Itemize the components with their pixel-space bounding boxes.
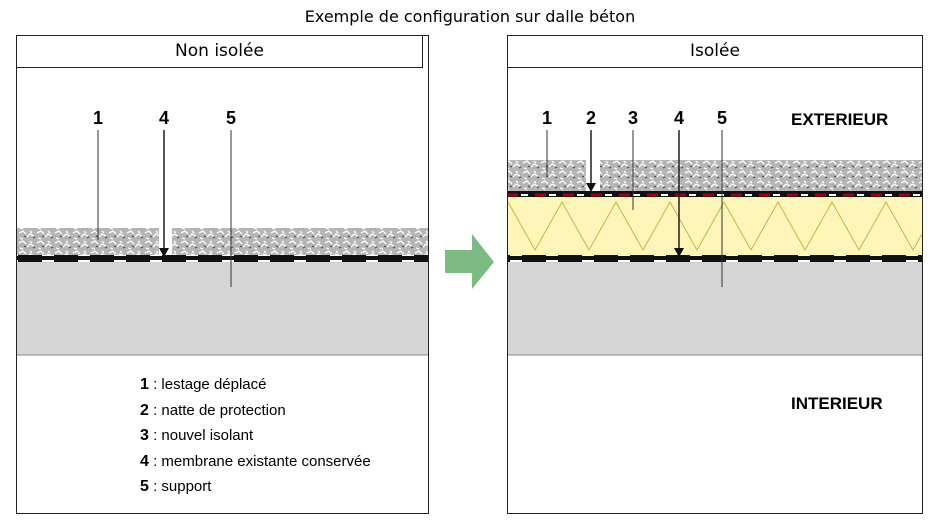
- legend-item: 5 : support: [140, 474, 371, 500]
- right-membrane: [508, 255, 922, 262]
- left-marker-5: 5: [226, 108, 236, 128]
- legend-text: : lestage déplacé: [148, 376, 267, 393]
- right-arrowhead-4: [674, 248, 684, 257]
- left-support-slab: [17, 262, 428, 355]
- left-ballast-b: [172, 228, 428, 255]
- legend-number: 5: [140, 478, 149, 495]
- right-panel-header: Isolée: [507, 35, 923, 68]
- legend-item: 4 : membrane existante conservée: [140, 449, 371, 475]
- left-ballast-a: [17, 228, 159, 255]
- right-ballast-b: [600, 160, 922, 191]
- left-membrane: [17, 255, 428, 262]
- right-marker-5: 5: [717, 108, 727, 128]
- right-marker-4: 4: [674, 108, 684, 128]
- right-insulation-zigzag: [507, 200, 923, 252]
- legend-number: 3: [140, 427, 149, 444]
- legend-number: 4: [140, 452, 149, 470]
- left-marker-1: 1: [93, 108, 103, 128]
- right-arrowhead-2: [586, 183, 596, 192]
- legend-text: : support: [148, 478, 212, 495]
- left-marker-4: 4: [159, 108, 169, 128]
- right-marker-3: 3: [628, 108, 638, 128]
- exterior-label: EXTERIEUR: [791, 110, 889, 129]
- legend-text: : nouvel isolant: [148, 427, 254, 444]
- right-marker-2: 2: [586, 108, 596, 128]
- right-protection-mat: [508, 191, 922, 197]
- legend-item: 1 : lestage déplacé: [140, 372, 371, 398]
- left-panel-header: Non isolée: [16, 35, 423, 68]
- legend-item: 3 : nouvel isolant: [140, 423, 371, 449]
- legend-text: : natte de protection: [148, 401, 286, 419]
- right-support-slab: [508, 262, 922, 355]
- legend-item: 2 : natte de protection: [140, 398, 371, 424]
- interior-label: INTERIEUR: [791, 394, 883, 413]
- transition-arrow: [445, 234, 494, 289]
- legend-text: : membrane existante conservée: [148, 452, 371, 470]
- legend: 1 : lestage déplacé 2 : natte de protect…: [140, 372, 371, 500]
- legend-number: 1: [140, 376, 149, 393]
- diagram-title: Exemple de configuration sur dalle béton: [304, 7, 636, 26]
- left-arrowhead-4: [159, 248, 169, 257]
- right-insulation: [508, 197, 922, 255]
- right-marker-1: 1: [542, 108, 552, 128]
- legend-number: 2: [140, 401, 149, 419]
